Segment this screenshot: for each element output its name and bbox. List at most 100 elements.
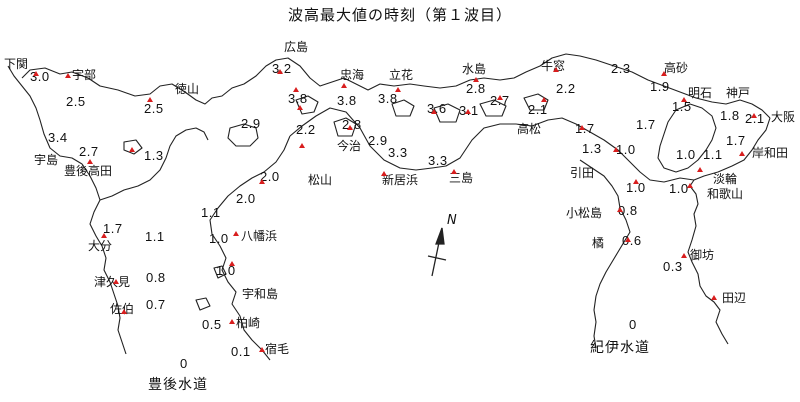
station-marker	[147, 97, 153, 102]
place-sukumo: 宿毛	[265, 342, 290, 356]
station-marker	[711, 295, 717, 300]
station-marker	[87, 159, 93, 164]
station-marker	[395, 87, 401, 92]
station-marker	[259, 347, 265, 352]
island-7	[523, 93, 549, 111]
north-label: N	[447, 213, 457, 228]
value-uwajima-city: 3.4	[48, 130, 68, 145]
value-gobo: 0.3	[663, 259, 683, 274]
value-oita: 1.7	[103, 221, 123, 236]
value-awa-b: 1.0	[676, 147, 696, 162]
place-tokuyama: 徳山	[175, 82, 200, 96]
value-mid3: 2.9	[241, 116, 261, 131]
place-mizushima: 水島	[462, 62, 487, 76]
value-kobe: 1.8	[720, 108, 740, 123]
value-kashiwazaki: 0.5	[202, 317, 222, 332]
value-bungo-zero: 0	[180, 356, 188, 371]
value-imabari: 2.8	[342, 117, 362, 132]
value-wakayama: 1.0	[669, 181, 689, 196]
place-mishima: 三島	[449, 171, 474, 185]
value-yawatahama-b: 1.0	[209, 231, 229, 246]
value-osaka: 2.1	[745, 111, 765, 126]
value-mid4: 2.2	[296, 122, 316, 137]
coastline-shikoku-east	[579, 159, 631, 349]
value-tadanoumi: 3.8	[337, 93, 357, 108]
place-tsukumi: 津久見	[94, 275, 131, 289]
value-mizushima: 2.8	[466, 81, 486, 96]
station-marker	[431, 109, 437, 114]
place-saiki: 佐伯	[110, 302, 135, 316]
station-marker	[113, 279, 119, 284]
coastline-shikoku-west	[209, 135, 291, 361]
station-marker	[661, 71, 667, 76]
island-5	[433, 103, 461, 123]
station-marker	[497, 95, 503, 100]
island-10	[195, 297, 211, 311]
place-hiroshima: 広島	[284, 40, 309, 54]
value-hikita: 1.3	[582, 141, 602, 156]
place-shimonoseki: 下関	[4, 57, 29, 71]
place-kashiwazaki: 柏崎	[236, 316, 261, 330]
place-tanabe: 田辺	[722, 291, 747, 305]
value-hiroshima-b: 3.8	[288, 91, 308, 106]
island-6	[479, 99, 507, 117]
place-takasago: 高砂	[664, 61, 689, 75]
place-kobe: 神戸	[726, 86, 751, 100]
coastline-chugoku	[21, 53, 771, 119]
place-takamatsu: 高松	[517, 122, 542, 136]
island-9	[213, 265, 227, 279]
label-bungo-suido: 豊後水道	[148, 377, 208, 393]
value-tachibana2: 0.6	[622, 233, 642, 248]
place-gobo: 御坊	[690, 248, 715, 262]
station-marker	[277, 69, 283, 74]
island-4	[391, 99, 415, 117]
station-marker	[579, 125, 585, 130]
value-tachibana: 3.8	[378, 91, 398, 106]
value-kii-zero: 0	[629, 317, 637, 332]
place-wakayama: 和歌山	[707, 187, 744, 201]
station-marker	[625, 237, 631, 242]
place-uwajima: 宇和島	[242, 287, 279, 301]
value-matsuyama: 2.0	[260, 169, 280, 184]
station-marker	[465, 109, 471, 114]
place-komatsushima: 小松島	[566, 206, 603, 220]
value-ushimado: 2.2	[556, 81, 576, 96]
value-mishima: 3.3	[428, 153, 448, 168]
station-marker	[381, 171, 387, 176]
island-3	[333, 117, 357, 137]
station-marker	[617, 207, 623, 212]
station-marker	[101, 233, 107, 238]
station-marker	[259, 179, 265, 184]
value-imabari-b: 2.9	[368, 133, 388, 148]
place-awa: 淡輪	[713, 172, 738, 186]
coastline-kii	[687, 117, 771, 345]
value-mizushima-b: 2.7	[490, 93, 510, 108]
place-kishiwada: 岸和田	[752, 146, 789, 160]
value-hiroshima: 3.2	[272, 61, 292, 76]
station-marker	[687, 183, 693, 188]
value-mid1: 3.6	[427, 101, 447, 116]
value-takasago: 1.9	[650, 79, 670, 94]
value-sukumo: 0.1	[231, 344, 251, 359]
station-marker	[229, 319, 235, 324]
island-8	[123, 139, 143, 155]
value-akashi: 1.5	[672, 99, 692, 114]
value-hikita-b: 1.0	[616, 142, 636, 157]
place-yawatahama: 八幡浜	[241, 229, 278, 243]
value-matsuyama-b: 2.0	[236, 191, 256, 206]
station-marker	[613, 147, 619, 152]
place-osaka: 大阪	[771, 110, 796, 124]
value-tsukumi: 0.8	[146, 270, 166, 285]
value-oita-b: 1.1	[145, 229, 165, 244]
station-marker	[451, 169, 457, 174]
value-ube: 2.5	[66, 94, 86, 109]
station-marker	[473, 77, 479, 82]
station-marker	[681, 97, 687, 102]
station-marker	[65, 73, 71, 78]
station-marker	[341, 83, 347, 88]
station-marker	[299, 143, 305, 148]
label-kii-suido: 紀伊水道	[590, 340, 650, 356]
